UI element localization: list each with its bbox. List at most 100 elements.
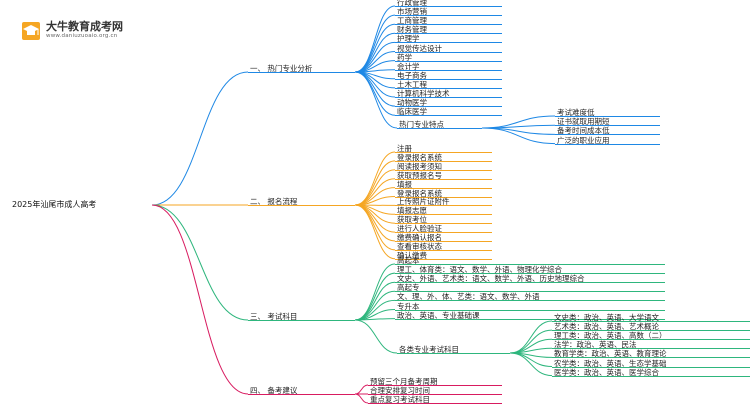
leaf-item[interactable]: 缴费确认报名: [397, 233, 442, 242]
leaf-underline: [395, 205, 492, 207]
leaf-underline: [552, 366, 750, 368]
leaf-underline: [552, 330, 750, 332]
leaf-underline: [555, 116, 660, 117]
leaf-item[interactable]: 重点复习考试科目: [370, 395, 430, 404]
branch-advice[interactable]: 四、 备考建议: [250, 386, 298, 395]
branch-subjects[interactable]: 三、 考试科目: [250, 312, 298, 321]
leaf-item[interactable]: 文史类：政治、英语、大学语文: [554, 313, 659, 322]
sub-branch-subjects[interactable]: 各类专业考试科目: [399, 345, 459, 354]
leaf-underline: [395, 196, 492, 198]
leaf-item[interactable]: 电子商务: [397, 70, 427, 80]
leaf-item[interactable]: 政治、英语、专业基础课: [397, 310, 480, 320]
logo-title: 大牛教育成考网: [46, 20, 123, 33]
leaf-underline: [395, 97, 502, 98]
leaf-item[interactable]: 登录报名系统: [397, 152, 442, 162]
leaf-item[interactable]: 视觉传达设计: [397, 43, 442, 53]
leaf-link: [354, 393, 369, 404]
leaf-underline: [552, 339, 750, 341]
leaf-link: [354, 71, 396, 107]
leaf-item[interactable]: 备考时间成本低: [557, 126, 610, 136]
leaf-item[interactable]: 临床医学: [397, 107, 427, 117]
leaf-link: [509, 329, 553, 354]
leaf-item[interactable]: 理工类：政治、英语、高数（二）: [554, 331, 667, 341]
leaf-item[interactable]: 会计学: [397, 61, 420, 71]
leaf-item[interactable]: 填报志愿: [397, 206, 427, 216]
leaf-item[interactable]: 注册: [397, 144, 412, 153]
branch-hot[interactable]: 一、 热门专业分析: [250, 64, 313, 73]
leaf-item[interactable]: 证书就取用期短: [557, 117, 610, 127]
leaf-item[interactable]: 行政管理: [397, 0, 427, 7]
leaf-underline: [395, 15, 502, 17]
leaf-item[interactable]: 计算机科学技术: [397, 89, 450, 98]
leaf-item[interactable]: 护理学: [397, 34, 420, 44]
leaf-item[interactable]: 药学: [397, 52, 412, 62]
leaf-underline: [368, 385, 502, 386]
leaf-item[interactable]: 财务管理: [397, 25, 427, 35]
leaf-underline: [555, 125, 660, 127]
leaf-item[interactable]: 土木工程: [397, 79, 427, 89]
leaf-link: [354, 71, 396, 89]
leaf-item[interactable]: 确认缴费: [397, 250, 427, 260]
leaf-item[interactable]: 预留三个月备考周期: [370, 377, 438, 386]
leaf-underline: [395, 60, 502, 62]
leaf-item[interactable]: 获取考位: [397, 215, 427, 225]
leaf-underline: [395, 24, 502, 26]
leaf-item[interactable]: 文、理、外、体、艺类：语文、数学、外语: [397, 292, 540, 302]
sub-underline-subjects: [397, 353, 510, 354]
leaf-item[interactable]: 市场营销: [397, 7, 427, 17]
sub-underline-hot: [397, 128, 482, 129]
logo-url: www.daniuzuoaio.org.cn: [46, 33, 118, 39]
leaf-underline: [395, 160, 492, 162]
site-logo[interactable]: 大牛教育成考网 www.daniuzuoaio.org.cn: [20, 18, 123, 42]
sub-link-hot: [354, 71, 398, 129]
leaf-item[interactable]: 考试难度低: [557, 108, 595, 117]
leaf-underline: [395, 78, 502, 80]
leaf-underline: [395, 318, 665, 320]
sub-branch-hot[interactable]: 热门专业特点: [399, 120, 444, 129]
leaf-underline: [395, 300, 665, 302]
leaf-item[interactable]: 进行人脸验证: [397, 224, 442, 234]
leaf-item[interactable]: 专升本: [397, 301, 420, 311]
leaf-item[interactable]: 填报: [397, 179, 412, 189]
leaf-item[interactable]: 登录报名系统: [397, 188, 442, 198]
leaf-link: [354, 160, 396, 206]
leaf-item[interactable]: 上传照片证附件: [397, 197, 450, 207]
root-topic[interactable]: 2025年汕尾市成人高考: [12, 200, 97, 209]
leaf-item[interactable]: 高起专: [397, 283, 420, 293]
leaf-underline: [368, 394, 502, 395]
leaf-underline: [395, 309, 665, 311]
leaf-item[interactable]: 教育学类：政治、英语、教育理论: [554, 349, 667, 359]
leaf-item[interactable]: 法学：政治、英语、民法: [554, 340, 637, 350]
leaf-item[interactable]: 艺术类：政治、英语、艺术概论: [554, 322, 659, 332]
leaf-underline: [395, 249, 492, 251]
leaf-item[interactable]: 农学类：政治、英语、生态学基础: [554, 358, 667, 368]
leaf-item[interactable]: 动物医学: [397, 98, 427, 108]
leaf-underline: [395, 214, 492, 216]
leaf-link: [354, 23, 396, 73]
leaf-underline: [368, 403, 502, 404]
leaf-link: [354, 384, 369, 395]
leaf-link: [354, 51, 396, 73]
leaf-underline: [395, 69, 502, 71]
leaf-underline: [395, 169, 492, 171]
leaf-link: [481, 127, 556, 145]
leaf-item[interactable]: 理工、体育类：语文、数学、外语、物理化学综合: [397, 265, 562, 275]
leaf-link: [354, 187, 396, 206]
leaf-underline: [395, 115, 502, 117]
leaf-item[interactable]: 阅读报考须知: [397, 161, 442, 171]
leaf-link: [509, 347, 553, 354]
leaf-item[interactable]: 医学类：政治、英语、医学综合: [554, 367, 659, 377]
leaf-item[interactable]: 文史、外语、艺术类：语文、数学、外语、历史地理综合: [397, 274, 585, 284]
leaf-item[interactable]: 高起本: [397, 256, 420, 265]
branch-process[interactable]: 二、 报名流程: [250, 197, 298, 206]
leaf-underline: [395, 232, 492, 234]
leaf-item[interactable]: 查看审核状态: [397, 241, 442, 251]
branch-underline-hot: [248, 72, 355, 73]
leaf-item[interactable]: 广泛的职业应用: [557, 135, 610, 145]
leaf-item[interactable]: 工商管理: [397, 16, 427, 26]
leaf-item[interactable]: 合理安排复习时间: [370, 386, 430, 395]
branch-underline-subjects: [248, 320, 355, 321]
leaf-item[interactable]: 获取预报名号: [397, 170, 442, 180]
leaf-underline: [395, 241, 492, 242]
